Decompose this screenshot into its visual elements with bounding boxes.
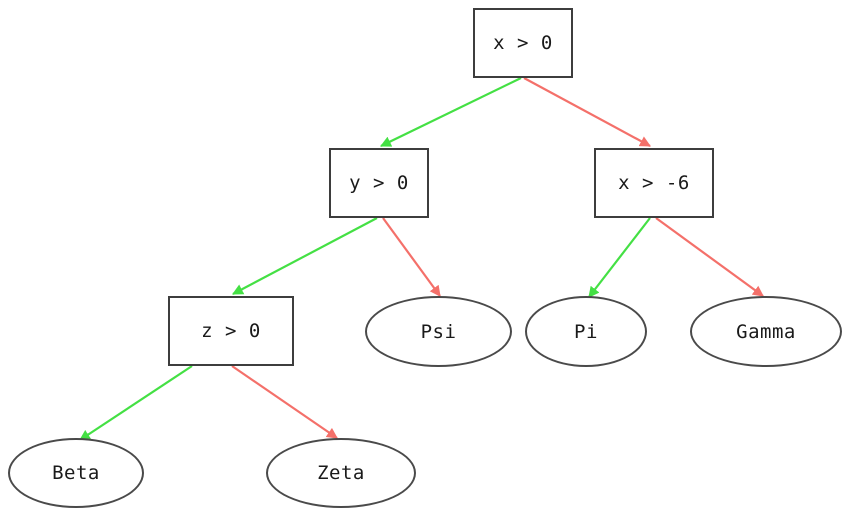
edge-zgt0-to-zeta-false bbox=[231, 365, 338, 439]
node-label-gamma: Gamma bbox=[736, 320, 796, 343]
edge-zgt0-to-beta-true bbox=[79, 365, 193, 441]
node-label-xgtm6: x > -6 bbox=[618, 172, 690, 194]
node-label-ygt0: y > 0 bbox=[349, 172, 409, 194]
node-xgtm6[interactable]: x > -6 bbox=[594, 148, 714, 218]
node-label-beta: Beta bbox=[52, 462, 100, 484]
node-root[interactable]: x > 0 bbox=[473, 8, 573, 78]
edge-xgtm6-to-gamma-false bbox=[655, 217, 764, 297]
node-label-pi: Pi bbox=[574, 320, 598, 343]
edge-ygt0-to-psi-false bbox=[382, 217, 441, 297]
node-label-zgt0: z > 0 bbox=[201, 320, 261, 342]
node-gamma[interactable]: Gamma bbox=[690, 296, 842, 367]
node-beta[interactable]: Beta bbox=[8, 438, 144, 508]
node-zeta[interactable]: Zeta bbox=[266, 438, 416, 508]
node-ygt0[interactable]: y > 0 bbox=[329, 148, 429, 218]
node-pi[interactable]: Pi bbox=[525, 296, 647, 367]
edge-ygt0-to-zgt0-true bbox=[232, 217, 378, 295]
edge-xgtm6-to-pi-true bbox=[588, 217, 651, 298]
node-psi[interactable]: Psi bbox=[365, 296, 512, 367]
node-label-root: x > 0 bbox=[493, 32, 553, 54]
node-zgt0[interactable]: z > 0 bbox=[168, 296, 294, 366]
edge-group bbox=[79, 77, 764, 441]
edge-root-to-xgtm6-false bbox=[523, 77, 651, 147]
node-label-psi: Psi bbox=[420, 320, 457, 343]
node-label-zeta: Zeta bbox=[317, 462, 365, 484]
edge-root-to-ygt0-true bbox=[380, 77, 522, 147]
